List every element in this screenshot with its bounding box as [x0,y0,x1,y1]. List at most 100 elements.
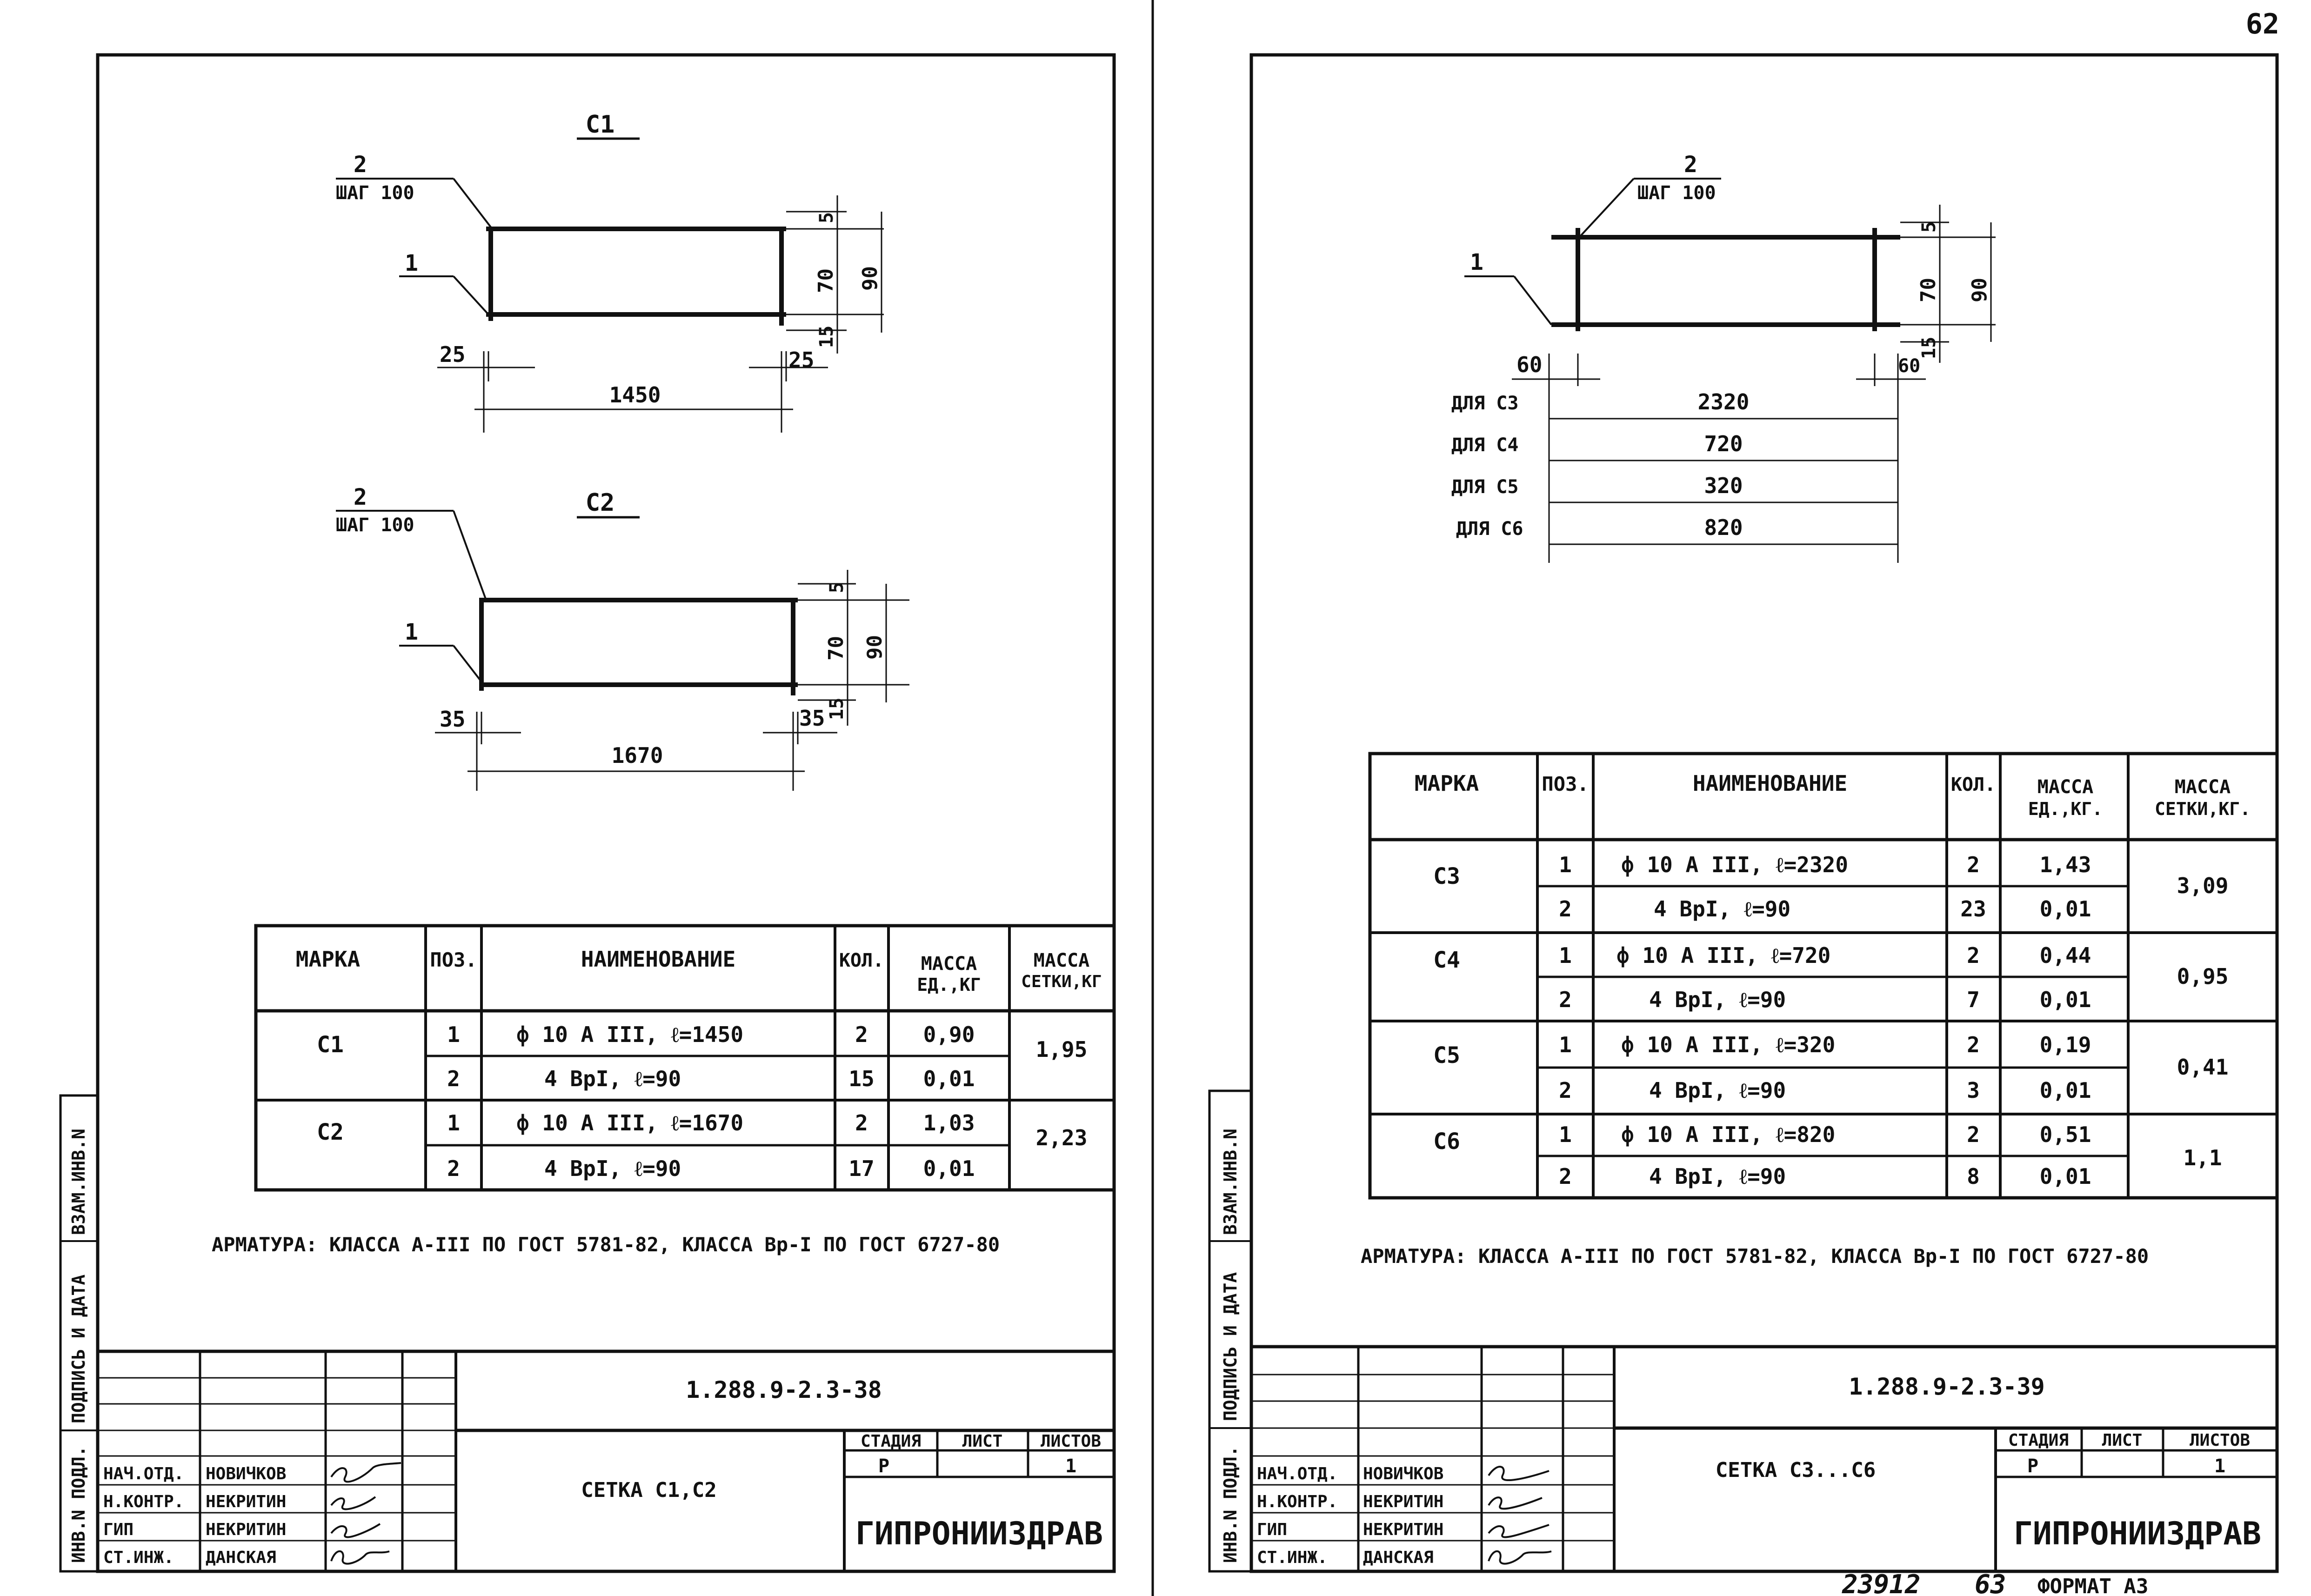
mesh-c2-dim-total: 90 [863,635,887,660]
right-row-c3-1-qty: 2 [1967,852,1980,877]
right-row-c3-mass: 3,09 [2177,873,2229,898]
left-row-c2-1-unit: 1,03 [923,1110,975,1135]
mesh-c2-dim-offset-left: 35 [440,707,465,732]
left-stamp-org: ГИПРОНИИЗДРАВ [855,1516,1103,1552]
left-row-c1-2-name: 4 ВрI, ℓ=90 [544,1066,681,1091]
right-row-c5-mark: С5 [1433,1042,1460,1068]
right-side-strip: ИНВ.N ПОДЛ. ПОДПИСЬ И ДАТА ВЗАМ.ИНВ.N [1208,1089,1253,1573]
right-row-c4-1-pos: 1 [1559,943,1572,968]
right-row-c4-1-qty: 2 [1967,943,1980,968]
mesh-c2-pos1: 1 [405,619,418,645]
footer-format: ФОРМАТ А3 [2037,1575,2148,1596]
left-stamp-title: СЕТКА С1,С2 [581,1478,716,1502]
left-stamp-code: 1.288.9-2.3-38 [686,1376,882,1403]
right-row-c3-1-unit: 1,43 [2040,852,2091,877]
right-stamp-title: СЕТКА С3...С6 [1716,1458,1876,1482]
mesh-c2-dim-top: 5 [826,582,848,593]
mesh-c2-drawing: С2 2 ШАГ 100 1 5 70 15 90 [336,484,909,791]
left-row-c1-2-qty: 15 [848,1066,874,1091]
left-reinforcement-note: АРМАТУРА: КЛАССА А-III ПО ГОСТ 5781-82, … [212,1233,1000,1256]
right-stamp-sheets: 1 [2214,1456,2225,1477]
side-label-vzam-inv: ВЗАМ.ИНВ.N [68,1129,89,1235]
mesh-length-label-c3: ДЛЯ С3 [1451,393,1519,414]
side-label-podpis-data: ПОДПИСЬ И ДАТА [68,1275,89,1423]
mesh-c1-drawing: С1 2 ШАГ 100 1 5 70 15 90 [336,111,884,433]
right-row-c4-1-name: ф 10 А III, ℓ=720 [1616,943,1830,968]
right-stamp-role-1: НАЧ.ОТД. [1257,1464,1337,1483]
right-row-c3-1-name: ф 10 А III, ℓ=2320 [1621,852,1848,877]
mesh-c2-pos2: 2 [354,484,367,510]
right-stamp-sheets-label: ЛИСТОВ [2190,1431,2250,1450]
mesh-c1-dim-length: 1450 [609,382,661,407]
right-row-c4-2-pos: 2 [1559,987,1572,1012]
right-row-c5-1-name: ф 10 А III, ℓ=320 [1621,1032,1835,1057]
mesh-c3c6-dim-top: 5 [1918,221,1940,233]
right-stamp-name-4: ДАНСКАЯ [1363,1548,1434,1567]
right-th-mesh-mass-1: МАССА [2175,776,2231,798]
mesh-c3c6-pos1: 1 [1470,249,1483,275]
left-row-c2-1-name: ф 10 А III, ℓ=1670 [516,1110,743,1135]
left-row-c2-1-pos: 1 [447,1110,460,1135]
left-stamp-name-1: НОВИЧКОВ [206,1464,286,1483]
right-row-c5-2-unit: 0,01 [2040,1078,2091,1103]
left-row-c2-2-pos: 2 [447,1156,460,1181]
left-row-c2-2-unit: 0,01 [923,1156,975,1181]
right-th-unit-mass-1: МАССА [2037,776,2093,798]
right-signatures [1488,1466,1552,1565]
right-row-c3-2-qty: 23 [1960,896,1986,922]
left-row-c1-mass: 1,95 [1036,1037,1088,1062]
mesh-c1-pos1: 1 [405,250,418,276]
mesh-c2-dim-offset-right: 35 [799,706,825,731]
right-row-c3-mark: С3 [1433,863,1460,889]
left-sheet-frame [96,53,1116,1573]
right-th-pos: ПОЗ. [1542,773,1589,795]
mesh-c1-dim-offset-right: 25 [788,347,814,373]
right-row-c5-mass: 0,41 [2177,1055,2229,1080]
right-sheet: ИНВ.N ПОДЛ. ПОДПИСЬ И ДАТА ВЗАМ.ИНВ.N 2 … [1208,53,2279,1573]
right-row-c6-2-name: 4 ВрI, ℓ=90 [1649,1164,1786,1189]
mesh-length-value-c3: 2320 [1698,389,1750,414]
right-stamp-stage: Р [2027,1456,2038,1477]
mesh-c3c6-step: ШАГ 100 [1637,182,1716,204]
left-side-strip: ИНВ.N ПОДЛ. ПОДПИСЬ И ДАТА ВЗАМ.ИНВ.N [59,1094,99,1573]
right-reinforcement-note: АРМАТУРА: КЛАССА А-III ПО ГОСТ 5781-82, … [1361,1245,2149,1268]
right-stamp-role-3: ГИП [1257,1520,1287,1539]
mesh-c2-dim-length: 1670 [612,743,663,768]
right-row-c4-2-name: 4 ВрI, ℓ=90 [1649,987,1786,1012]
left-row-c2-2-qty: 17 [848,1156,874,1181]
mesh-length-value-c6: 820 [1704,515,1743,540]
right-row-c4-2-unit: 0,01 [2040,987,2091,1012]
right-row-c6-2-qty: 8 [1967,1164,1980,1189]
left-row-c1-1-pos: 1 [447,1022,460,1047]
mesh-c3c6-pos2: 2 [1684,152,1697,178]
left-th-unit-mass-1: МАССА [921,953,977,975]
mesh-c2-title: С2 [586,489,615,517]
mesh-length-value-c4: 720 [1704,431,1743,456]
left-th-name: НАИМЕНОВАНИЕ [581,947,735,972]
right-row-c6-2-unit: 0,01 [2040,1164,2091,1189]
left-stamp-sheets: 1 [1065,1456,1076,1477]
mesh-length-label-c4: ДЛЯ С4 [1451,434,1519,456]
right-spec-table: МАРКА ПОЗ. НАИМЕНОВАНИЕ КОЛ. МАССА ЕД.,К… [1368,752,2279,1200]
left-stamp-sheets-label: ЛИСТОВ [1041,1432,1101,1451]
mesh-c1-step: ШАГ 100 [336,182,414,204]
mesh-c1-dim-bot: 15 [816,326,837,348]
left-row-c2-mark: С2 [317,1119,344,1145]
left-stamp-name-4: ДАНСКАЯ [206,1548,276,1567]
right-row-c4-mass: 0,95 [2177,964,2229,989]
left-signatures [330,1462,401,1565]
mesh-c3c6-dim-bot: 15 [1918,337,1940,359]
left-stamp-name-3: НЕКРИТИН [206,1520,286,1539]
mesh-c3c6-dim-offset-right: 60 [1898,355,1920,377]
right-stamp-org: ГИПРОНИИЗДРАВ [2014,1516,2261,1552]
right-stamp-code: 1.288.9-2.3-39 [1849,1373,2044,1400]
right-th-qty: КОЛ. [1951,774,1996,795]
left-row-c1-mark: С1 [317,1032,344,1058]
right-row-c3-2-name: 4 ВрI, ℓ=90 [1654,896,1790,922]
footer-number: 23912 [1842,1569,1921,1596]
right-row-c4-mark: С4 [1433,947,1460,973]
mesh-c2-dim-bot: 15 [826,698,848,720]
right-th-unit-mass-2: ЕД.,КГ. [2028,799,2103,819]
left-th-pos: ПОЗ. [430,948,477,971]
